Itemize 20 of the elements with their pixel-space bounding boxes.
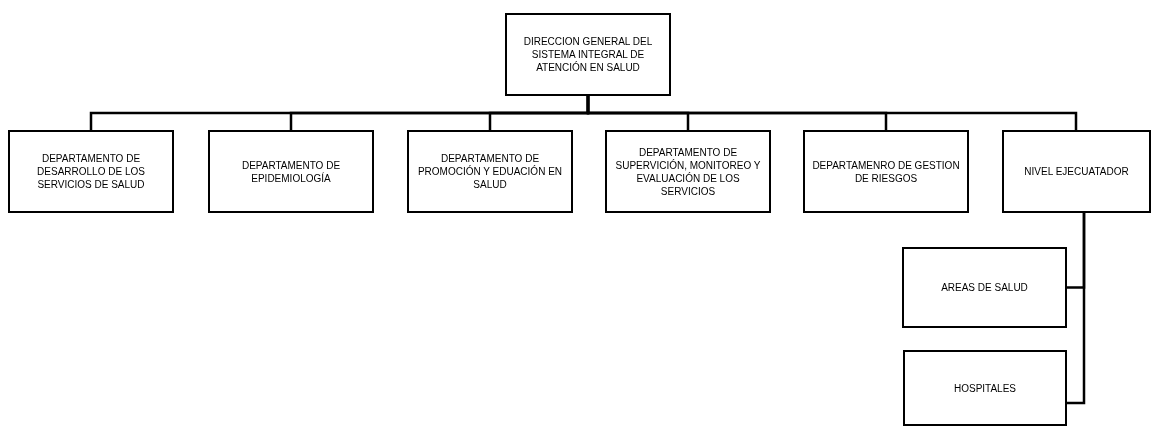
org-box [407,130,573,213]
org-box [902,247,1067,328]
org-box [903,350,1067,426]
org-box [208,130,374,213]
unit-label: HOSPITALES [953,381,1017,395]
unit-label: DEPARTAMENTO DE PROMOCIÓN Y EDUACIÓN EN SALUD [416,152,564,191]
unit-label: NIVEL EJECUATADOR [1024,165,1129,178]
unit-label: DIRECCION GENERAL DEL SISTEMA INTEGRAL DE ATENCIÓN EN SALUD [522,35,654,74]
org-box [1002,130,1151,213]
org-box [505,13,671,96]
org-box [605,130,771,213]
connector-line [1067,213,1086,405]
unit-label: DEPARTAMENTO DE DESARROLLO DE LOS SERVICIOS DE SALUD [36,152,146,191]
unit-label: DEPARTAMENRO DE GESTION DE RIESGOS [811,158,961,185]
org-box [8,130,174,213]
unit-label: AREAS DE SALUD [941,281,1028,294]
org-box [803,130,969,213]
unit-label: DEPARTAMENTO DE SUPERVICIÓN, MONITOREO Y EVALUACIÓN DE LOS SERVICIOS [614,145,762,198]
connector-line [586,96,1078,130]
unit-label: DEPARTAMENTO DE EPIDEMIOLOGÍA [240,158,342,185]
